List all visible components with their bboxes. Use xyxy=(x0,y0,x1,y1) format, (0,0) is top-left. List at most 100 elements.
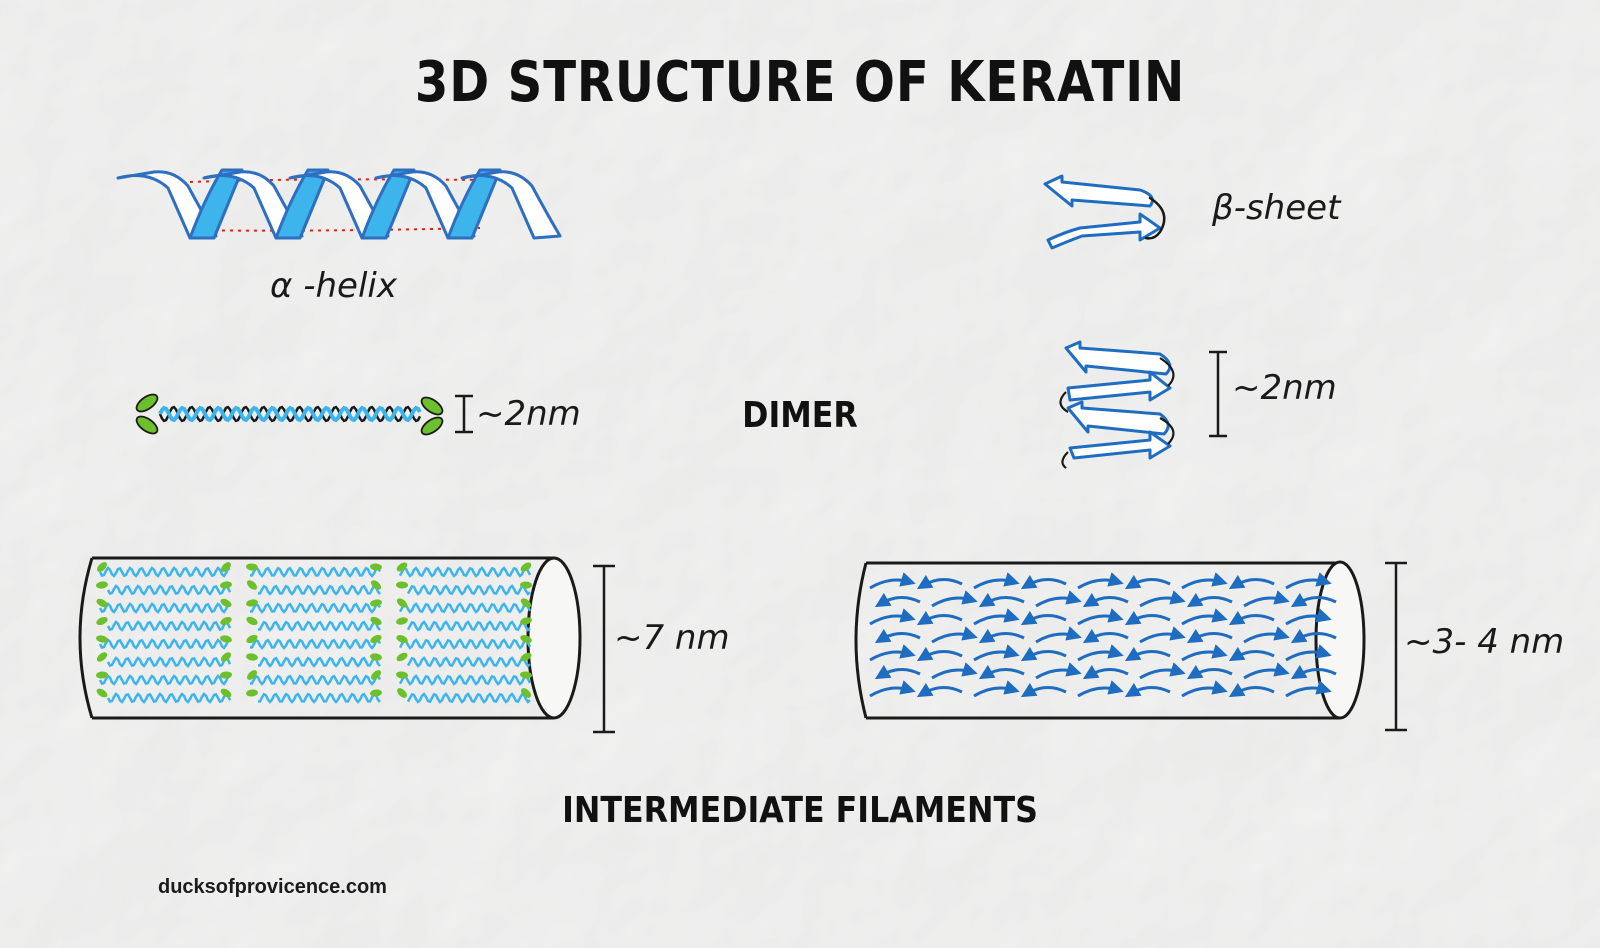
beta-arrow xyxy=(1228,610,1275,626)
filament-beta-arrows xyxy=(869,572,1337,698)
beta-arrow xyxy=(1186,628,1233,644)
leaf xyxy=(220,598,232,608)
leaf xyxy=(370,689,382,697)
size-bar xyxy=(455,394,473,434)
wave-strand xyxy=(406,656,531,668)
leaf xyxy=(520,635,532,643)
leaf xyxy=(397,688,407,698)
beta-filament-cylinder xyxy=(854,560,1407,732)
beta-arrow xyxy=(1082,664,1129,680)
beta-arrow xyxy=(1290,592,1337,608)
wave-strand xyxy=(98,602,231,614)
beta-arrow xyxy=(869,680,916,698)
leaf xyxy=(246,563,258,571)
beta-arrow xyxy=(1020,610,1067,626)
helix-back-turn xyxy=(188,168,244,240)
alpha-filament-cylinder xyxy=(78,556,615,734)
beta-arrow xyxy=(1285,644,1332,662)
beta-arrow xyxy=(1181,644,1228,662)
wave-strand xyxy=(250,638,382,650)
beta-arrow xyxy=(874,592,921,608)
leaf xyxy=(396,652,408,662)
leaf xyxy=(521,688,531,698)
wave-strand xyxy=(406,620,531,632)
alpha-filament-size-label: ~7 nm xyxy=(614,618,730,658)
leaf xyxy=(246,634,258,644)
beta-arrow xyxy=(1035,590,1082,608)
beta-arrow xyxy=(931,590,978,608)
wave-strand xyxy=(250,674,382,686)
leaf xyxy=(96,598,108,608)
beta-arrow xyxy=(1077,608,1124,626)
beta-arrow xyxy=(1082,592,1129,608)
beta-arrow xyxy=(916,682,963,698)
wave-strand xyxy=(106,692,232,704)
leaf xyxy=(370,634,382,644)
beta-arrow xyxy=(978,592,1025,608)
beta-arrow xyxy=(973,680,1020,698)
wave-strand xyxy=(106,584,232,596)
wave-strand xyxy=(398,674,532,686)
leaf xyxy=(396,635,408,643)
beta-arrow xyxy=(869,644,916,662)
beta-arrow xyxy=(1020,682,1067,698)
leaf xyxy=(371,670,381,680)
beta-arrow xyxy=(1285,680,1332,698)
leaf xyxy=(370,616,382,626)
leaf xyxy=(370,563,382,571)
wave-strand xyxy=(406,692,531,704)
leaf xyxy=(247,670,257,680)
wave-strand xyxy=(398,638,532,650)
beta-arrow xyxy=(1290,628,1337,644)
wave-strand xyxy=(250,602,382,614)
wave-strand xyxy=(106,620,232,632)
dimer-leaf xyxy=(135,415,159,435)
leaf xyxy=(220,616,232,626)
beta-arrow xyxy=(1124,574,1171,590)
beta-arrow xyxy=(1124,610,1171,626)
beta-arrow xyxy=(874,628,921,644)
beta-arrow xyxy=(931,662,978,680)
beta-arrow xyxy=(1290,664,1337,680)
beta-arrow xyxy=(1020,646,1067,662)
leaf xyxy=(246,653,258,661)
beta-arrow xyxy=(1139,590,1186,608)
beta-arrow xyxy=(973,608,1020,626)
beta-arrow xyxy=(916,610,963,626)
beta-dimer-drawing xyxy=(1059,340,1227,469)
beta-arrow xyxy=(1186,592,1233,608)
beta-arrow xyxy=(1285,608,1332,626)
leaf xyxy=(220,671,232,679)
beta-arrow xyxy=(1035,662,1082,680)
beta-arrow xyxy=(1082,628,1129,644)
dimer-strand-blue xyxy=(158,405,422,423)
beta-sheet-drawing xyxy=(1043,174,1166,250)
leaf xyxy=(220,688,232,698)
leaf xyxy=(221,562,231,572)
beta-arrow xyxy=(1228,646,1275,662)
leaf xyxy=(96,652,108,662)
beta-arrow xyxy=(1139,626,1186,644)
beta-arrow xyxy=(916,574,963,590)
beta-sheet-label: β-sheet xyxy=(1212,188,1341,228)
beta-filament-size-label: ~3- 4 nm xyxy=(1404,622,1565,662)
beta-arrow xyxy=(1077,680,1124,698)
wave-strand xyxy=(106,656,232,668)
beta-arrow xyxy=(874,664,921,680)
leaf xyxy=(520,671,532,679)
leaf xyxy=(246,616,258,626)
leaf xyxy=(220,581,232,589)
beta-arrow xyxy=(1228,574,1275,590)
helix-ribbon xyxy=(116,168,562,240)
beta-arrow xyxy=(1077,572,1124,590)
wave-strand xyxy=(398,566,532,578)
beta-arrow xyxy=(1285,572,1332,590)
leaf xyxy=(220,652,232,662)
wave-strand xyxy=(258,620,381,632)
beta-arrow xyxy=(1035,626,1082,644)
beta-arrow xyxy=(1243,590,1290,608)
beta-dimer-size-label: ~2nm xyxy=(1232,368,1337,408)
wave-strand xyxy=(406,584,531,596)
leaf xyxy=(97,562,107,572)
